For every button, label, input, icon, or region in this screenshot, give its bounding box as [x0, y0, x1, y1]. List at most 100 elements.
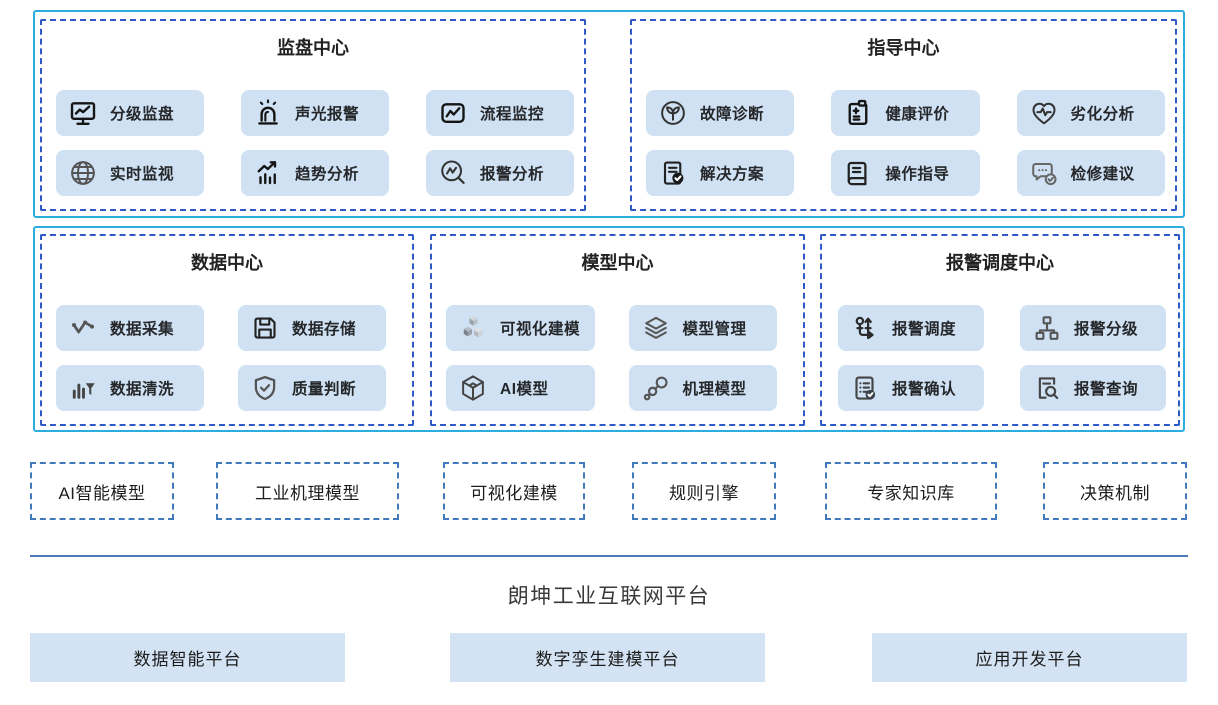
operation-centers-panel: 监盘中心分级监盘 声光报警 流程监控实时监视 趋势分析 报警分析 指导中心故障诊断 健康评价… — [33, 10, 1185, 218]
feature-chip-label: 劣化分析 — [1070, 106, 1135, 123]
monitor-chart-icon — [68, 98, 98, 128]
feature-chip-label: 趋势分析 — [295, 166, 360, 183]
feature-chip-label: 报警分级 — [1074, 321, 1139, 338]
model-center-grid: 可视化建模 模型管理 AI模型 机理模型 — [446, 305, 777, 411]
monitor-center-title: 监盘中心 — [277, 38, 349, 58]
model-center-box: 模型中心可视化建模 模型管理 AI模型 机理模型 — [430, 234, 805, 426]
feature-chip-siren: 声光报警 — [241, 90, 389, 136]
platform-box: 数据智能平台 — [30, 633, 345, 682]
feature-chip-label: 声光报警 — [295, 106, 360, 123]
feature-chip-label: 质量判断 — [292, 381, 357, 398]
heart-pulse-icon — [1029, 98, 1059, 128]
sprout-circle-icon — [658, 98, 688, 128]
feature-chip-monitor-chart: 分级监盘 — [56, 90, 204, 136]
molecule-icon — [641, 373, 671, 403]
feature-chip-label: 报警查询 — [1074, 381, 1139, 398]
capability-box: AI智能模型 — [30, 462, 174, 520]
feature-chip-flow-monitor: 流程监控 — [426, 90, 574, 136]
feature-chip-manual-book: 操作指导 — [831, 150, 980, 196]
floppy-disk-icon — [250, 313, 280, 343]
feature-chip-route-dispatch: 报警调度 — [838, 305, 984, 351]
feature-chip-label: 数据清洗 — [110, 381, 175, 398]
feature-chip-label: 故障诊断 — [700, 106, 765, 123]
feature-chip-clipboard-plus: 健康评价 — [831, 90, 980, 136]
capability-box: 决策机制 — [1043, 462, 1187, 520]
alarm-dispatch-center-box: 报警调度中心报警调度 报警分级报警确认 报警查询 — [820, 234, 1180, 426]
feature-chip-label: 实时监视 — [110, 166, 175, 183]
clipboard-plus-icon — [843, 98, 873, 128]
alarm-dispatch-center-title: 报警调度中心 — [946, 253, 1054, 273]
feature-chip-label: 模型管理 — [682, 321, 747, 338]
model-center-title: 模型中心 — [581, 253, 654, 273]
feature-chip-label: 健康评价 — [885, 106, 950, 123]
feature-chip-cube-wireframe: AI模型 — [446, 365, 595, 411]
feature-chip-hierarchy: 报警分级 — [1020, 305, 1166, 351]
cubes-3d-icon — [458, 313, 488, 343]
platform-title: 朗坤工业互联网平台 — [507, 585, 711, 608]
guidance-center-title: 指导中心 — [867, 38, 940, 58]
feature-chip-label: 报警分析 — [480, 166, 545, 183]
hierarchy-icon — [1032, 313, 1062, 343]
monitor-center-grid: 分级监盘 声光报警 流程监控实时监视 趋势分析 报警分析 — [56, 90, 574, 196]
feature-chip-label: 机理模型 — [682, 381, 747, 398]
feature-chip-label: 报警确认 — [892, 381, 957, 398]
layers-icon — [641, 313, 671, 343]
platform-box: 应用开发平台 — [872, 633, 1187, 682]
route-dispatch-icon — [850, 313, 880, 343]
alarm-dispatch-center-grid: 报警调度 报警分级报警确认 报警查询 — [838, 305, 1166, 411]
trend-chart-icon — [253, 158, 283, 188]
feature-chip-label: 检修建议 — [1070, 166, 1135, 183]
bars-funnel-icon — [68, 373, 98, 403]
shield-check-icon — [250, 373, 280, 403]
doc-search-icon — [1032, 373, 1062, 403]
polyline-dots-icon — [68, 313, 98, 343]
feature-chip-label: 操作指导 — [885, 166, 950, 183]
feature-chip-label: AI模型 — [500, 381, 549, 398]
flow-monitor-icon — [438, 98, 468, 128]
feature-chip-heart-pulse: 劣化分析 — [1016, 90, 1165, 136]
feature-chip-sprout-circle: 故障诊断 — [646, 90, 795, 136]
feature-chip-chat-check: 检修建议 — [1016, 150, 1165, 196]
feature-chip-label: 分级监盘 — [110, 106, 175, 123]
doc-check-icon — [658, 158, 688, 188]
capability-box: 工业机理模型 — [216, 462, 399, 520]
data-center-grid: 数据采集 数据存储数据清洗 质量判断 — [56, 305, 386, 411]
feature-chip-doc-search: 报警查询 — [1020, 365, 1166, 411]
divider-line — [30, 555, 1188, 557]
cube-wireframe-icon — [458, 373, 488, 403]
feature-chip-label: 数据采集 — [110, 321, 175, 338]
feature-chip-molecule: 机理模型 — [628, 365, 777, 411]
feature-chip-label: 报警调度 — [892, 321, 957, 338]
feature-chip-list-check: 报警确认 — [838, 365, 984, 411]
feature-chip-label: 数据存储 — [292, 321, 357, 338]
guidance-center-box: 指导中心故障诊断 健康评价 劣化分析解决方案 操作指导 检修建议 — [630, 19, 1177, 211]
feature-chip-bars-funnel: 数据清洗 — [56, 365, 204, 411]
feature-chip-doc-check: 解决方案 — [646, 150, 795, 196]
platform-box: 数字孪生建模平台 — [450, 633, 765, 682]
capability-box: 可视化建模 — [443, 462, 585, 520]
capability-box: 规则引擎 — [632, 462, 776, 520]
guidance-center-grid: 故障诊断 健康评价 劣化分析解决方案 操作指导 检修建议 — [646, 90, 1165, 196]
list-check-icon — [850, 373, 880, 403]
feature-chip-shield-check: 质量判断 — [238, 365, 386, 411]
foundation-centers-panel: 数据中心数据采集 数据存储数据清洗 质量判断 模型中心可视化建模 模型管理 AI模型 机理模… — [33, 226, 1185, 432]
manual-book-icon — [843, 158, 873, 188]
magnifier-zigzag-icon — [438, 158, 468, 188]
feature-chip-layers: 模型管理 — [628, 305, 777, 351]
siren-icon — [253, 98, 283, 128]
capability-box: 专家知识库 — [825, 462, 997, 520]
feature-chip-floppy-disk: 数据存储 — [238, 305, 386, 351]
data-center-title: 数据中心 — [191, 253, 263, 273]
feature-chip-label: 流程监控 — [480, 106, 545, 123]
monitor-center-box: 监盘中心分级监盘 声光报警 流程监控实时监视 趋势分析 报警分析 — [40, 19, 586, 211]
feature-chip-label: 解决方案 — [700, 166, 765, 183]
chat-check-icon — [1029, 158, 1059, 188]
feature-chip-magnifier-zigzag: 报警分析 — [426, 150, 574, 196]
feature-chip-label: 可视化建模 — [500, 321, 581, 338]
feature-chip-cubes-3d: 可视化建模 — [446, 305, 595, 351]
feature-chip-polyline-dots: 数据采集 — [56, 305, 204, 351]
globe-icon — [68, 158, 98, 188]
feature-chip-trend-chart: 趋势分析 — [241, 150, 389, 196]
data-center-box: 数据中心数据采集 数据存储数据清洗 质量判断 — [40, 234, 414, 426]
